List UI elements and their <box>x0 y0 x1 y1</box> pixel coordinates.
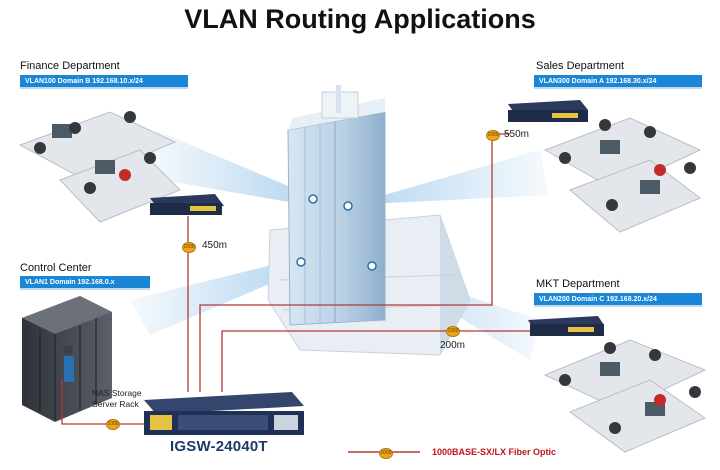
fiber-connector-sales: 1000 <box>486 130 500 141</box>
distance-mkt: 200m <box>440 340 466 351</box>
fiber-connector-mkt: 1000 <box>446 326 460 337</box>
fiber-connector-server: 1000 <box>106 419 120 430</box>
sales-vlan-bar: VLAN300 Domain A 192.168.30.x/24 <box>534 75 702 89</box>
server-rack-label: NAS Storage Server Rack <box>92 388 142 410</box>
mkt-vlan-bar: VLAN200 Domain C 192.168.20.x/24 <box>534 293 702 307</box>
office-tower <box>287 85 386 326</box>
legend-connector-icon: 1000 <box>379 448 393 459</box>
legend-label: 1000BASE-SX/LX Fiber Optic <box>432 447 557 457</box>
finance-vlan-bar: VLAN100 Domain B 192.168.10.x/24 <box>20 75 188 89</box>
distance-sales: 550m <box>504 129 530 140</box>
edge-switch-finance <box>150 194 224 215</box>
control-vlan-bar: VLAN1 Domain 192.168.0.x <box>20 276 150 290</box>
mkt-department-label: MKT Department <box>536 278 620 290</box>
distance-finance: 450m <box>202 240 228 251</box>
page-title: VLAN Routing Applications <box>184 4 536 34</box>
sales-office-cluster <box>543 117 702 233</box>
core-switch-model-label: IGSW-24040T <box>170 438 268 455</box>
control-center-label: Control Center <box>20 262 92 274</box>
finance-department-label: Finance Department <box>20 60 120 72</box>
fiber-connector-finance: 1000 <box>182 242 196 253</box>
edge-switch-sales <box>508 100 588 122</box>
sales-department-label: Sales Department <box>536 60 625 72</box>
access-points <box>296 194 377 271</box>
server-rack-label-line2: Server Rack <box>92 399 139 409</box>
core-switch-igsw-24040t <box>144 392 304 435</box>
mkt-office-cluster <box>543 339 707 453</box>
nas-server-rack <box>22 296 112 422</box>
finance-office-cluster <box>18 111 181 223</box>
edge-switch-mkt <box>528 316 604 336</box>
server-rack-label-line1: NAS Storage <box>92 388 142 398</box>
